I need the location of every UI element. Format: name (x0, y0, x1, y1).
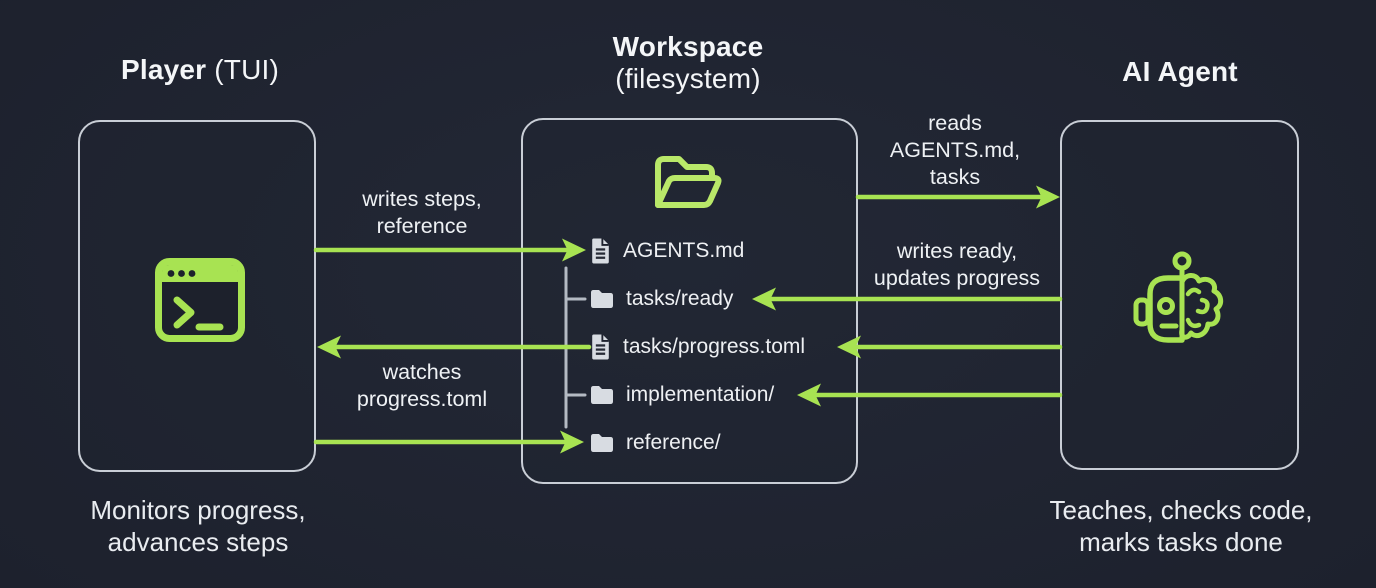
file-icon (592, 334, 609, 360)
file-icon (592, 238, 609, 264)
file-row-tasks-ready: tasks/ready (589, 283, 733, 315)
workspace-title: Workspace (filesystem) (613, 31, 764, 95)
label-line: watches (382, 360, 462, 384)
caption-line: marks tasks done (1079, 527, 1283, 557)
label-line: progress.toml (356, 387, 488, 411)
folder-icon (591, 434, 613, 452)
file-name: implementation/ (626, 383, 775, 406)
label-line: reference (376, 214, 468, 238)
workspace-title-bold: Workspace (612, 31, 764, 62)
player-title: Player (TUI) (121, 54, 279, 86)
caption-line: advances steps (107, 527, 289, 557)
player-title-bold: Player (120, 54, 207, 85)
label-line: writes steps, (362, 187, 482, 211)
player-caption: Monitors progress, advances steps (90, 494, 305, 558)
file-name: tasks/progress.toml (623, 335, 806, 358)
file-row-implementation: implementation/ (589, 379, 774, 411)
file-name: reference/ (626, 431, 721, 454)
ai-agent-caption: Teaches, checks code, marks tasks done (1049, 494, 1312, 558)
label-line: reads (928, 111, 982, 135)
file-row-reference: reference/ (589, 427, 721, 459)
label-line: writes ready, (896, 239, 1018, 263)
label-line: AGENTS.md, (889, 138, 1021, 162)
open-folder-icon (655, 156, 722, 208)
label-writes-steps: writes steps, reference (362, 186, 481, 240)
robot-brain-icon (1133, 251, 1224, 343)
player-title-normal: (TUI) (206, 54, 280, 85)
label-writes-ready: writes ready, updates progress (874, 238, 1040, 292)
workspace-title-normal: (filesystem) (615, 63, 761, 94)
terminal-window-icon (155, 258, 245, 342)
label-watches: watches progress.toml (357, 359, 487, 413)
arrow-agent-to-progress (837, 335, 1063, 359)
caption-line: Teaches, checks code, (1049, 495, 1313, 525)
folder-icon (591, 290, 613, 308)
folder-icon (591, 386, 613, 404)
caption-line: Monitors progress, (90, 495, 306, 525)
ai-agent-title: AI Agent (1122, 56, 1238, 87)
file-row-agents-md: AGENTS.md (589, 235, 744, 267)
label-reads: reads AGENTS.md, tasks (890, 110, 1020, 191)
label-line: updates progress (873, 266, 1041, 290)
label-line: tasks (929, 165, 981, 189)
file-row-tasks-progress: tasks/progress.toml (589, 331, 805, 363)
file-name: AGENTS.md (623, 239, 745, 262)
file-name: tasks/ready (626, 287, 734, 310)
